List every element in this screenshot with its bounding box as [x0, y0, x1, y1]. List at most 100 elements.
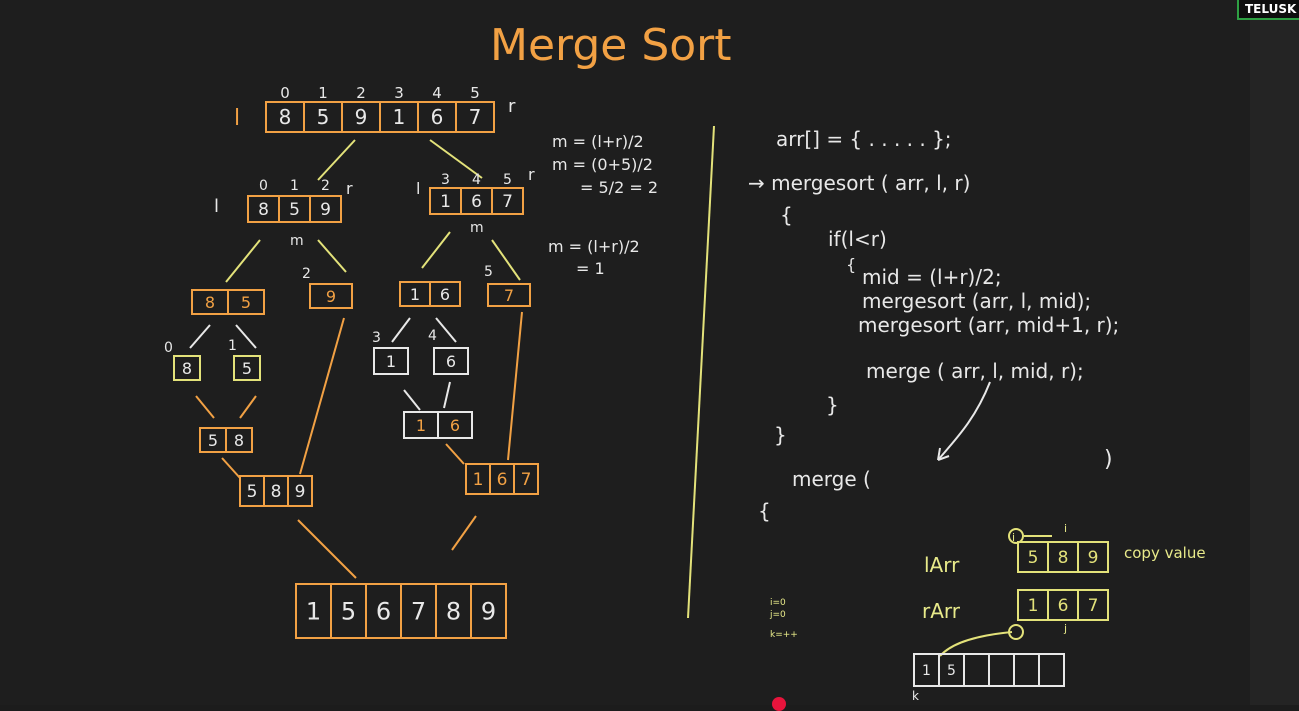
level3-box-c: 1 — [373, 347, 409, 375]
code-line-if-brace: { — [846, 255, 856, 274]
arrow — [491, 239, 521, 281]
code-line-merge-def: merge ( — [792, 467, 871, 491]
arrow — [297, 519, 357, 579]
right-half-l-label: l — [416, 179, 420, 198]
code-line-open-brace: { — [780, 203, 793, 227]
code-line-array: arr[] = { . . . . . }; — [776, 127, 952, 151]
code-line-merge-brace: { — [758, 499, 771, 523]
merged-pair-left-cell: 8 — [234, 431, 244, 450]
k-pointer-label: k — [912, 689, 919, 703]
level2-b-border — [309, 283, 353, 309]
arrow — [403, 389, 421, 411]
mid-note-5: = 1 — [576, 259, 605, 278]
arrow — [317, 239, 347, 273]
arrow — [189, 324, 211, 349]
top-array-cell: 6 — [431, 105, 444, 129]
merged-triple-right-cell: 7 — [521, 470, 532, 490]
level2-box-d: 7 — [487, 283, 531, 307]
arrow — [451, 515, 477, 551]
merged-triple-right-cell: 1 — [473, 470, 484, 490]
code-line-merge-def-close: ) — [1104, 447, 1113, 472]
top-array-l-label: l — [234, 106, 240, 131]
top-array-cell: 8 — [279, 105, 292, 129]
divider-line — [687, 125, 715, 619]
top-array-cell: 1 — [393, 105, 406, 129]
top-array-index: 4 — [432, 84, 442, 102]
arrow — [235, 324, 257, 349]
final-array-cell: 1 — [306, 598, 321, 626]
level3-a-cell: 8 — [182, 359, 192, 378]
right-half-index: 5 — [503, 172, 512, 188]
level2-b-cell: 9 — [326, 287, 336, 306]
counter-j: j=0 — [769, 610, 786, 620]
level3-c-cell: 1 — [386, 352, 396, 371]
merged-pair-left-cell: 5 — [208, 431, 218, 450]
level2-a-cell: 5 — [241, 293, 251, 312]
left-half-cell: 8 — [258, 200, 269, 220]
right-half-cell: 1 — [440, 192, 451, 212]
level2-d-cell: 7 — [504, 286, 514, 305]
level3-d-cell: 6 — [446, 352, 456, 371]
level3-box-b: 5 — [233, 355, 261, 381]
i-pointer-marker — [1008, 528, 1024, 544]
level3-c-index: 3 — [372, 330, 381, 346]
merged-pair-right-cell: 6 — [450, 416, 460, 435]
rarr-cell: 6 — [1058, 596, 1069, 616]
top-array-r-label: r — [508, 96, 516, 117]
larr-cell: 9 — [1088, 548, 1099, 568]
merged-triple-left-cell: 5 — [247, 482, 258, 502]
level2-c-cell: 6 — [440, 285, 450, 304]
merged-pair-right-cell: 1 — [416, 416, 426, 435]
top-array-index: 3 — [394, 84, 404, 102]
larr-border — [1017, 541, 1109, 573]
rarr-cell: 1 — [1028, 596, 1039, 616]
top-array-index: 0 — [280, 84, 290, 102]
top-array-cell: 5 — [317, 105, 330, 129]
level2-a-cell: 8 — [205, 293, 215, 312]
level2-c-cell: 1 — [410, 285, 420, 304]
level2-d-index: 5 — [484, 264, 493, 280]
larr-cell: 5 — [1028, 548, 1039, 568]
level3-d-index: 4 — [428, 328, 437, 344]
merge-output-cell: 5 — [947, 663, 956, 679]
rarr-cell: 7 — [1088, 596, 1099, 616]
i-next-label: i — [1064, 522, 1067, 535]
left-half-r-label: r — [346, 179, 353, 198]
copy-arrow — [939, 631, 1013, 657]
arrow — [195, 395, 215, 419]
left-half-m-label: m — [290, 233, 304, 249]
top-array-cell: 9 — [355, 105, 368, 129]
level3-box-a: 8 — [173, 355, 201, 381]
level3-c-border — [373, 347, 409, 375]
final-array-cell: 6 — [376, 598, 391, 626]
merged-triple-left-cell: 9 — [295, 482, 306, 502]
left-half-index: 0 — [259, 178, 268, 194]
arrow — [317, 139, 356, 181]
arrow — [445, 443, 465, 465]
j-pointer-label: j — [1063, 622, 1067, 635]
code-line-if: if(l<r) — [828, 227, 887, 251]
merge-output-cell: 1 — [922, 663, 931, 679]
arrow — [225, 239, 261, 283]
right-half-border — [429, 187, 524, 215]
code-line-merge-call: merge ( arr, l, mid, r); — [866, 359, 1084, 383]
top-array-index: 2 — [356, 84, 366, 102]
code-line-mergesort-left: mergesort (arr, l, mid); — [862, 289, 1091, 313]
level2-d-border — [487, 283, 531, 307]
final-array-cell: 5 — [341, 598, 356, 626]
arrow — [221, 457, 241, 479]
